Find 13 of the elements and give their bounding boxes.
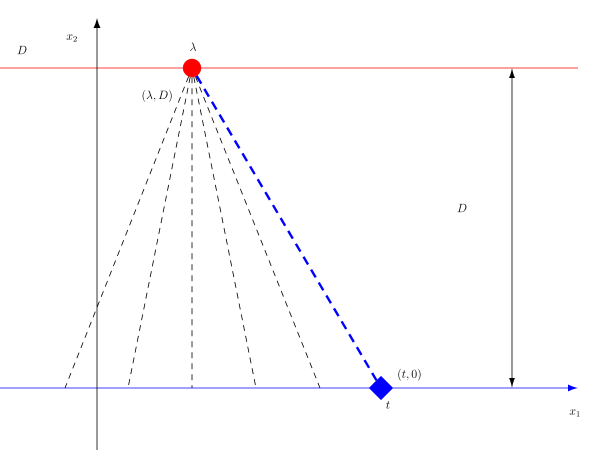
dimension-label: $D$ [18, 46, 26, 54]
point-marker [368, 376, 394, 400]
point-label: $(t, 0)$ [398, 368, 421, 381]
point-label: $(\lambda, D)$ [142, 90, 172, 102]
dashed-line [195, 76, 320, 388]
axis-label: $x_1$ [570, 409, 580, 416]
point-label: $\lambda$ [190, 42, 196, 51]
point-marker [182, 58, 202, 78]
point-label: $t$ [386, 401, 390, 409]
dimension-label: $D$ [458, 204, 466, 212]
dashed-line [64, 76, 190, 388]
dashed-line [196, 75, 378, 381]
axis-label: $x_2$ [66, 34, 77, 42]
